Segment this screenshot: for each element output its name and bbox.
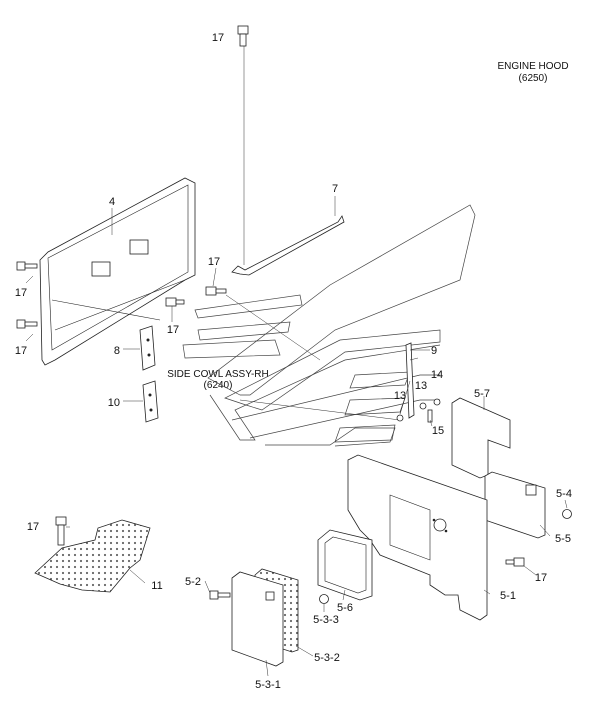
callout-5-4: 5-4	[556, 488, 572, 500]
callout-17-left-b: 17	[15, 345, 27, 357]
plate-part-5-7	[451, 396, 511, 479]
callout-5-7: 5-7	[474, 388, 490, 400]
bolt-17-mid2	[165, 297, 185, 322]
callout-17-mid2: 17	[167, 324, 179, 336]
gasket-part-5-6	[317, 529, 373, 601]
callout-5-5: 5-5	[555, 533, 571, 545]
plate-part-5-5	[484, 471, 546, 539]
cover-part-5-3-1	[231, 571, 284, 667]
panel-part-4	[39, 177, 196, 366]
perforated-plate-part-11	[34, 516, 151, 593]
callout-13-a: 13	[415, 380, 427, 392]
bolt-17-left-b	[16, 319, 38, 329]
bracket-part-10	[142, 380, 159, 423]
bolt-17-right	[505, 557, 525, 567]
callout-5-3-2: 5-3-2	[314, 652, 340, 664]
callout-5-3-3: 5-3-3	[313, 614, 339, 626]
bolt-17-mid	[205, 267, 227, 296]
callout-11: 11	[151, 580, 162, 592]
engine-hood-title: ENGINE HOOD	[497, 61, 568, 72]
callout-4: 4	[109, 196, 115, 208]
engine-hood-code: (6250)	[519, 73, 548, 84]
side-cowl-title: SIDE COWL ASSY-RH	[167, 369, 269, 380]
nut-part-5-3-3	[319, 594, 329, 604]
callout-5-6: 5-6	[337, 602, 353, 614]
callout-5-1: 5-1	[500, 590, 516, 602]
bolt-part-5-2	[209, 590, 231, 600]
callout-17-bl: 17	[27, 521, 39, 533]
leader-lines	[25, 275, 568, 677]
bolt-17-top	[237, 25, 249, 47]
callout-13-b: 13	[394, 390, 406, 402]
nut-part-5-4	[562, 509, 572, 519]
callout-14: 14	[431, 369, 443, 381]
callout-17-mid: 17	[208, 256, 220, 268]
callout-7: 7	[332, 183, 338, 195]
engine-hood-outline	[182, 204, 476, 447]
callout-10: 10	[108, 397, 120, 409]
rod-part-7	[231, 42, 345, 276]
callout-17-right: 17	[535, 572, 547, 584]
callout-5-2: 5-2	[185, 576, 201, 588]
callout-17-top: 17	[212, 32, 224, 44]
callout-15: 15	[432, 425, 444, 437]
hardware-13-14-15	[396, 398, 441, 423]
strap-part-9	[405, 342, 430, 419]
side-cowl-code: (6240)	[204, 380, 233, 391]
callout-8: 8	[114, 345, 120, 357]
callout-9: 9	[431, 345, 437, 357]
bolt-17-left-a	[16, 261, 38, 271]
plate-part-5-1	[347, 454, 488, 621]
callout-17-left-a: 17	[15, 287, 27, 299]
callout-5-3-1: 5-3-1	[255, 679, 281, 691]
bracket-part-8	[139, 325, 156, 371]
